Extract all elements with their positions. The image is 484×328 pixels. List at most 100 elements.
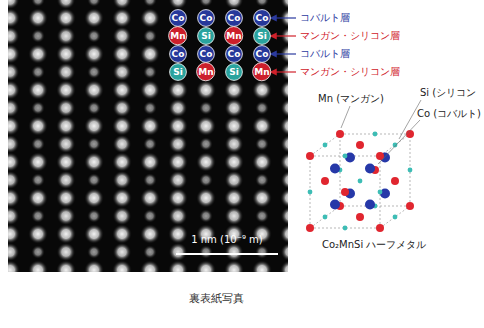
atom-column [87, 65, 101, 79]
atom-column [225, 243, 244, 262]
atom-column [57, 171, 76, 190]
crystal-atom [323, 143, 328, 148]
atom-column [28, 152, 48, 172]
element-symbol: Co [197, 13, 215, 23]
atom-label: Mn (マンガン) [318, 92, 384, 106]
atom-circle-shape [198, 28, 215, 45]
atom-column [8, 116, 20, 136]
layer-arrow [276, 53, 296, 54]
atom-column [168, 188, 188, 208]
atom-column [280, 224, 288, 244]
atom-column [87, 0, 101, 7]
crystal-atom [330, 164, 340, 174]
atom-column [169, 27, 188, 46]
atom-marker: Si [253, 27, 271, 45]
atom-column [169, 243, 188, 262]
atom-column [56, 116, 76, 136]
atom-marker: Si [225, 63, 243, 81]
atom-column [8, 63, 20, 82]
atom-column [87, 101, 101, 115]
crystal-atom [306, 152, 314, 160]
atom-column [31, 29, 45, 43]
atom-column [255, 245, 269, 259]
atom-column [28, 8, 48, 28]
layer-label: マンガン・シリコン層 [300, 65, 400, 79]
crystal-atom [343, 154, 348, 159]
atom-column [84, 260, 104, 272]
atom-column [140, 116, 160, 136]
atom-marker: Co [197, 9, 215, 27]
atom-column [169, 99, 188, 118]
atom-column [56, 260, 76, 272]
atom-column [280, 80, 288, 100]
atom-column [8, 188, 20, 208]
atom-column [225, 63, 244, 82]
cell-edge [380, 206, 410, 228]
atom-column [31, 0, 45, 7]
atom-column [112, 8, 132, 28]
atom-column [84, 152, 104, 172]
element-symbol: Mn [196, 67, 215, 77]
atom-label: Co (コバルト) [417, 107, 481, 121]
atom-column [224, 80, 244, 100]
crystal-atom [365, 164, 375, 174]
atom-column [28, 260, 48, 272]
element-symbol: Mn [168, 31, 187, 41]
atom-column [140, 80, 160, 100]
atom-column [252, 44, 272, 64]
atom-circle-shape [170, 10, 187, 27]
atom-column [281, 207, 289, 226]
atom-column [168, 152, 188, 172]
atom-column [199, 245, 213, 259]
atom-column [8, 260, 20, 272]
atom-column [252, 8, 272, 28]
atom-column [8, 135, 20, 154]
layer-arrow [276, 35, 296, 36]
atom-column [196, 188, 216, 208]
atom-column [143, 209, 157, 223]
atom-column [8, 152, 20, 172]
atom-column [84, 188, 104, 208]
atom-column [28, 224, 48, 244]
atom-column [196, 80, 216, 100]
crystal-atom [378, 190, 383, 195]
atom-column [140, 188, 160, 208]
atom-circle-shape [225, 27, 243, 45]
atom-circle-shape [254, 46, 271, 63]
layer-label: コバルト層 [300, 47, 350, 61]
atom-column [112, 224, 132, 244]
atom-column [280, 188, 288, 208]
atom-column [255, 137, 269, 151]
atom-column [112, 80, 132, 100]
crystal-atom [391, 177, 399, 185]
atom-column [87, 245, 101, 259]
atom-circle-shape [198, 10, 215, 27]
atom-column [28, 116, 48, 136]
atom-column [8, 224, 20, 244]
atom-column [252, 152, 272, 172]
element-symbol: Si [197, 31, 215, 41]
atom-column [252, 260, 272, 272]
layer-arrow [276, 71, 296, 72]
atom-column [143, 29, 157, 43]
atom-column [113, 63, 132, 82]
atom-column [225, 207, 244, 226]
atom-marker: Si [197, 27, 215, 45]
atom-column [84, 80, 104, 100]
atom-column [57, 135, 76, 154]
atom-column [31, 101, 45, 115]
atom-column [224, 260, 244, 272]
atom-marker: Co [169, 45, 187, 63]
atom-column [87, 29, 101, 43]
element-symbol: Co [253, 49, 271, 59]
atom-column [196, 8, 216, 28]
atom-column [113, 243, 132, 262]
atom-column [113, 99, 132, 118]
atom-column [168, 260, 188, 272]
atom-column [112, 152, 132, 172]
crystal-atom [406, 202, 414, 210]
atom-column [143, 0, 157, 7]
atom-marker: Co [197, 45, 215, 63]
atom-column [280, 116, 288, 136]
